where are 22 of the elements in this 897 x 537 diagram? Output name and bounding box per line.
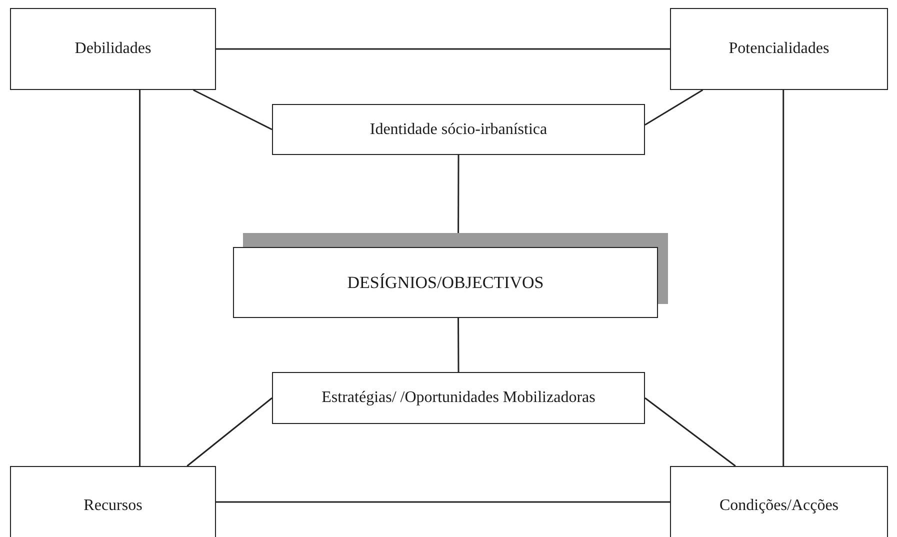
text-box	[670, 466, 888, 537]
box-label: Recursos	[84, 496, 142, 516]
text-box	[272, 372, 645, 424]
text-box	[10, 8, 216, 90]
connector-line	[644, 89, 704, 126]
box-label: Potencialidades	[728, 39, 830, 59]
connector-line	[216, 48, 670, 50]
text-box	[10, 466, 216, 537]
connector-line	[193, 89, 272, 130]
box-label: Identidade sócio-irbanística	[370, 120, 548, 140]
box-label: Estratégias/ /Oportunidades Mobilizadoras	[322, 388, 596, 408]
connector-line	[216, 501, 670, 503]
box-label: Debilidades	[74, 39, 152, 59]
connector-line	[458, 318, 460, 372]
connector-line	[782, 90, 784, 466]
connector-line	[186, 397, 272, 467]
box-label: Condições/Acções	[719, 496, 839, 516]
box-label: DESÍGNIOS/OBJECTIVOS	[347, 272, 544, 294]
text-box	[272, 104, 645, 155]
text-box	[670, 8, 888, 90]
connector-line	[139, 90, 141, 466]
connector-line	[644, 397, 736, 467]
